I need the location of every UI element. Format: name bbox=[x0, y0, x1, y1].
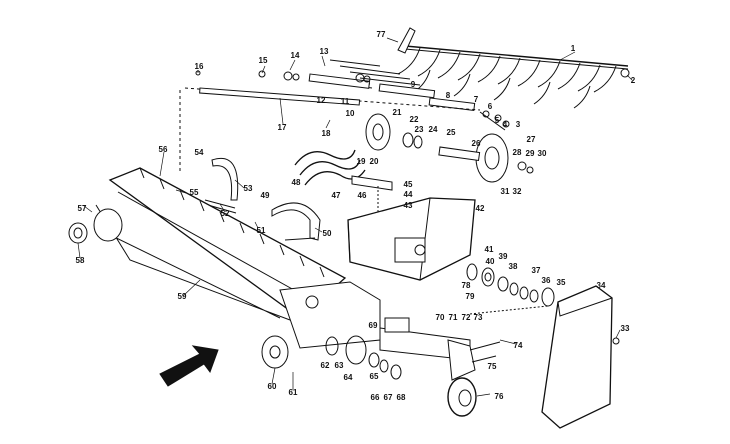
part-label-76: 76 bbox=[494, 392, 504, 401]
part-label-21: 21 bbox=[392, 108, 402, 117]
cutter-bar bbox=[68, 167, 347, 321]
part-label-54: 54 bbox=[194, 148, 204, 157]
part-label-61: 61 bbox=[288, 388, 298, 397]
part-label-79: 79 bbox=[465, 292, 475, 301]
part-label-72: 72 bbox=[461, 313, 471, 322]
part-label-29: 29 bbox=[525, 149, 535, 158]
part-label-14: 14 bbox=[290, 51, 300, 60]
part-label-8: 8 bbox=[445, 91, 451, 100]
part-label-48: 48 bbox=[291, 178, 301, 187]
part-label-28: 28 bbox=[512, 148, 522, 157]
part-label-66: 66 bbox=[370, 393, 380, 402]
bearings-row bbox=[466, 263, 555, 307]
part-label-1: 1 bbox=[570, 44, 576, 53]
part-label-41: 41 bbox=[484, 245, 494, 254]
part-label-70: 70 bbox=[435, 313, 445, 322]
part-label-15: 15 bbox=[258, 56, 268, 65]
part-label-64: 64 bbox=[343, 373, 353, 382]
part-label-24: 24 bbox=[428, 125, 438, 134]
part-label-59: 59 bbox=[177, 292, 187, 301]
part-label-39: 39 bbox=[498, 252, 508, 261]
part-label-26: 26 bbox=[471, 139, 481, 148]
part-label-74: 74 bbox=[513, 341, 523, 350]
part-label-65: 65 bbox=[369, 372, 379, 381]
part-label-51: 51 bbox=[256, 226, 266, 235]
part-label-49: 49 bbox=[260, 191, 270, 200]
part-label-56: 56 bbox=[158, 145, 168, 154]
part-label-55: 55 bbox=[189, 188, 199, 197]
part-label-18: 18 bbox=[321, 129, 331, 138]
part-label-6: 6 bbox=[487, 102, 493, 111]
part-label-42: 42 bbox=[475, 204, 485, 213]
part-label-2: 2 bbox=[630, 76, 636, 85]
part-label-3: 3 bbox=[515, 120, 521, 129]
drive-discs bbox=[365, 110, 534, 183]
part-label-58: 58 bbox=[75, 256, 85, 265]
part-label-30: 30 bbox=[537, 149, 547, 158]
part-label-50: 50 bbox=[322, 229, 332, 238]
part-label-71: 71 bbox=[448, 313, 458, 322]
auger-flights bbox=[204, 149, 366, 241]
travel-direction-arrow bbox=[159, 345, 219, 387]
part-label-25: 25 bbox=[446, 128, 456, 137]
part-label-11: 11 bbox=[340, 97, 350, 106]
part-label-68: 68 bbox=[396, 393, 406, 402]
part-label-62: 62 bbox=[320, 361, 330, 370]
leader-lines bbox=[77, 37, 633, 397]
part-label-27: 27 bbox=[526, 135, 536, 144]
part-label-20: 20 bbox=[369, 157, 379, 166]
part-label-77: 77 bbox=[376, 30, 386, 39]
reel-tine-bar bbox=[397, 27, 630, 109]
lower-drive bbox=[261, 281, 471, 380]
part-label-35: 35 bbox=[556, 278, 566, 287]
gearbox-housing bbox=[347, 197, 476, 281]
part-label-53: 53 bbox=[243, 184, 253, 193]
part-label-7: 7 bbox=[473, 95, 479, 104]
support-wheel bbox=[447, 305, 549, 417]
part-label-40: 40 bbox=[485, 257, 495, 266]
part-label-34: 34 bbox=[596, 281, 606, 290]
part-label-31: 31 bbox=[500, 187, 510, 196]
part-label-19: 19 bbox=[356, 157, 366, 166]
part-label-22: 22 bbox=[409, 115, 419, 124]
part-label-45: 45 bbox=[403, 180, 413, 189]
part-label-60: 60 bbox=[267, 382, 277, 391]
part-label-73: 73 bbox=[473, 313, 483, 322]
part-label-32: 32 bbox=[512, 187, 522, 196]
part-label-9: 9 bbox=[410, 80, 416, 89]
part-label-69: 69 bbox=[368, 321, 378, 330]
part-label-52: 52 bbox=[220, 209, 230, 218]
part-label-63: 63 bbox=[334, 361, 344, 370]
part-label-67: 67 bbox=[383, 393, 393, 402]
part-label-10: 10 bbox=[345, 109, 355, 118]
part-label-23: 23 bbox=[414, 125, 424, 134]
part-label-78: 78 bbox=[461, 281, 471, 290]
part-label-43: 43 bbox=[403, 201, 413, 210]
part-label-36: 36 bbox=[541, 276, 551, 285]
part-label-47: 47 bbox=[331, 191, 341, 200]
main-shaft bbox=[179, 87, 506, 172]
tine-shafts bbox=[195, 59, 476, 111]
side-shield bbox=[541, 285, 620, 429]
part-label-46: 46 bbox=[357, 191, 367, 200]
part-label-16: 16 bbox=[194, 62, 204, 71]
part-label-38: 38 bbox=[508, 262, 518, 271]
part-label-57: 57 bbox=[77, 204, 87, 213]
part-label-75: 75 bbox=[487, 362, 497, 371]
part-label-33: 33 bbox=[620, 324, 630, 333]
part-label-4: 4 bbox=[502, 120, 508, 129]
part-label-37: 37 bbox=[531, 266, 541, 275]
part-label-17: 17 bbox=[277, 123, 287, 132]
part-label-13: 13 bbox=[319, 47, 329, 56]
part-label-12: 12 bbox=[316, 96, 326, 105]
part-label-44: 44 bbox=[403, 190, 413, 199]
part-label-5: 5 bbox=[494, 116, 500, 125]
